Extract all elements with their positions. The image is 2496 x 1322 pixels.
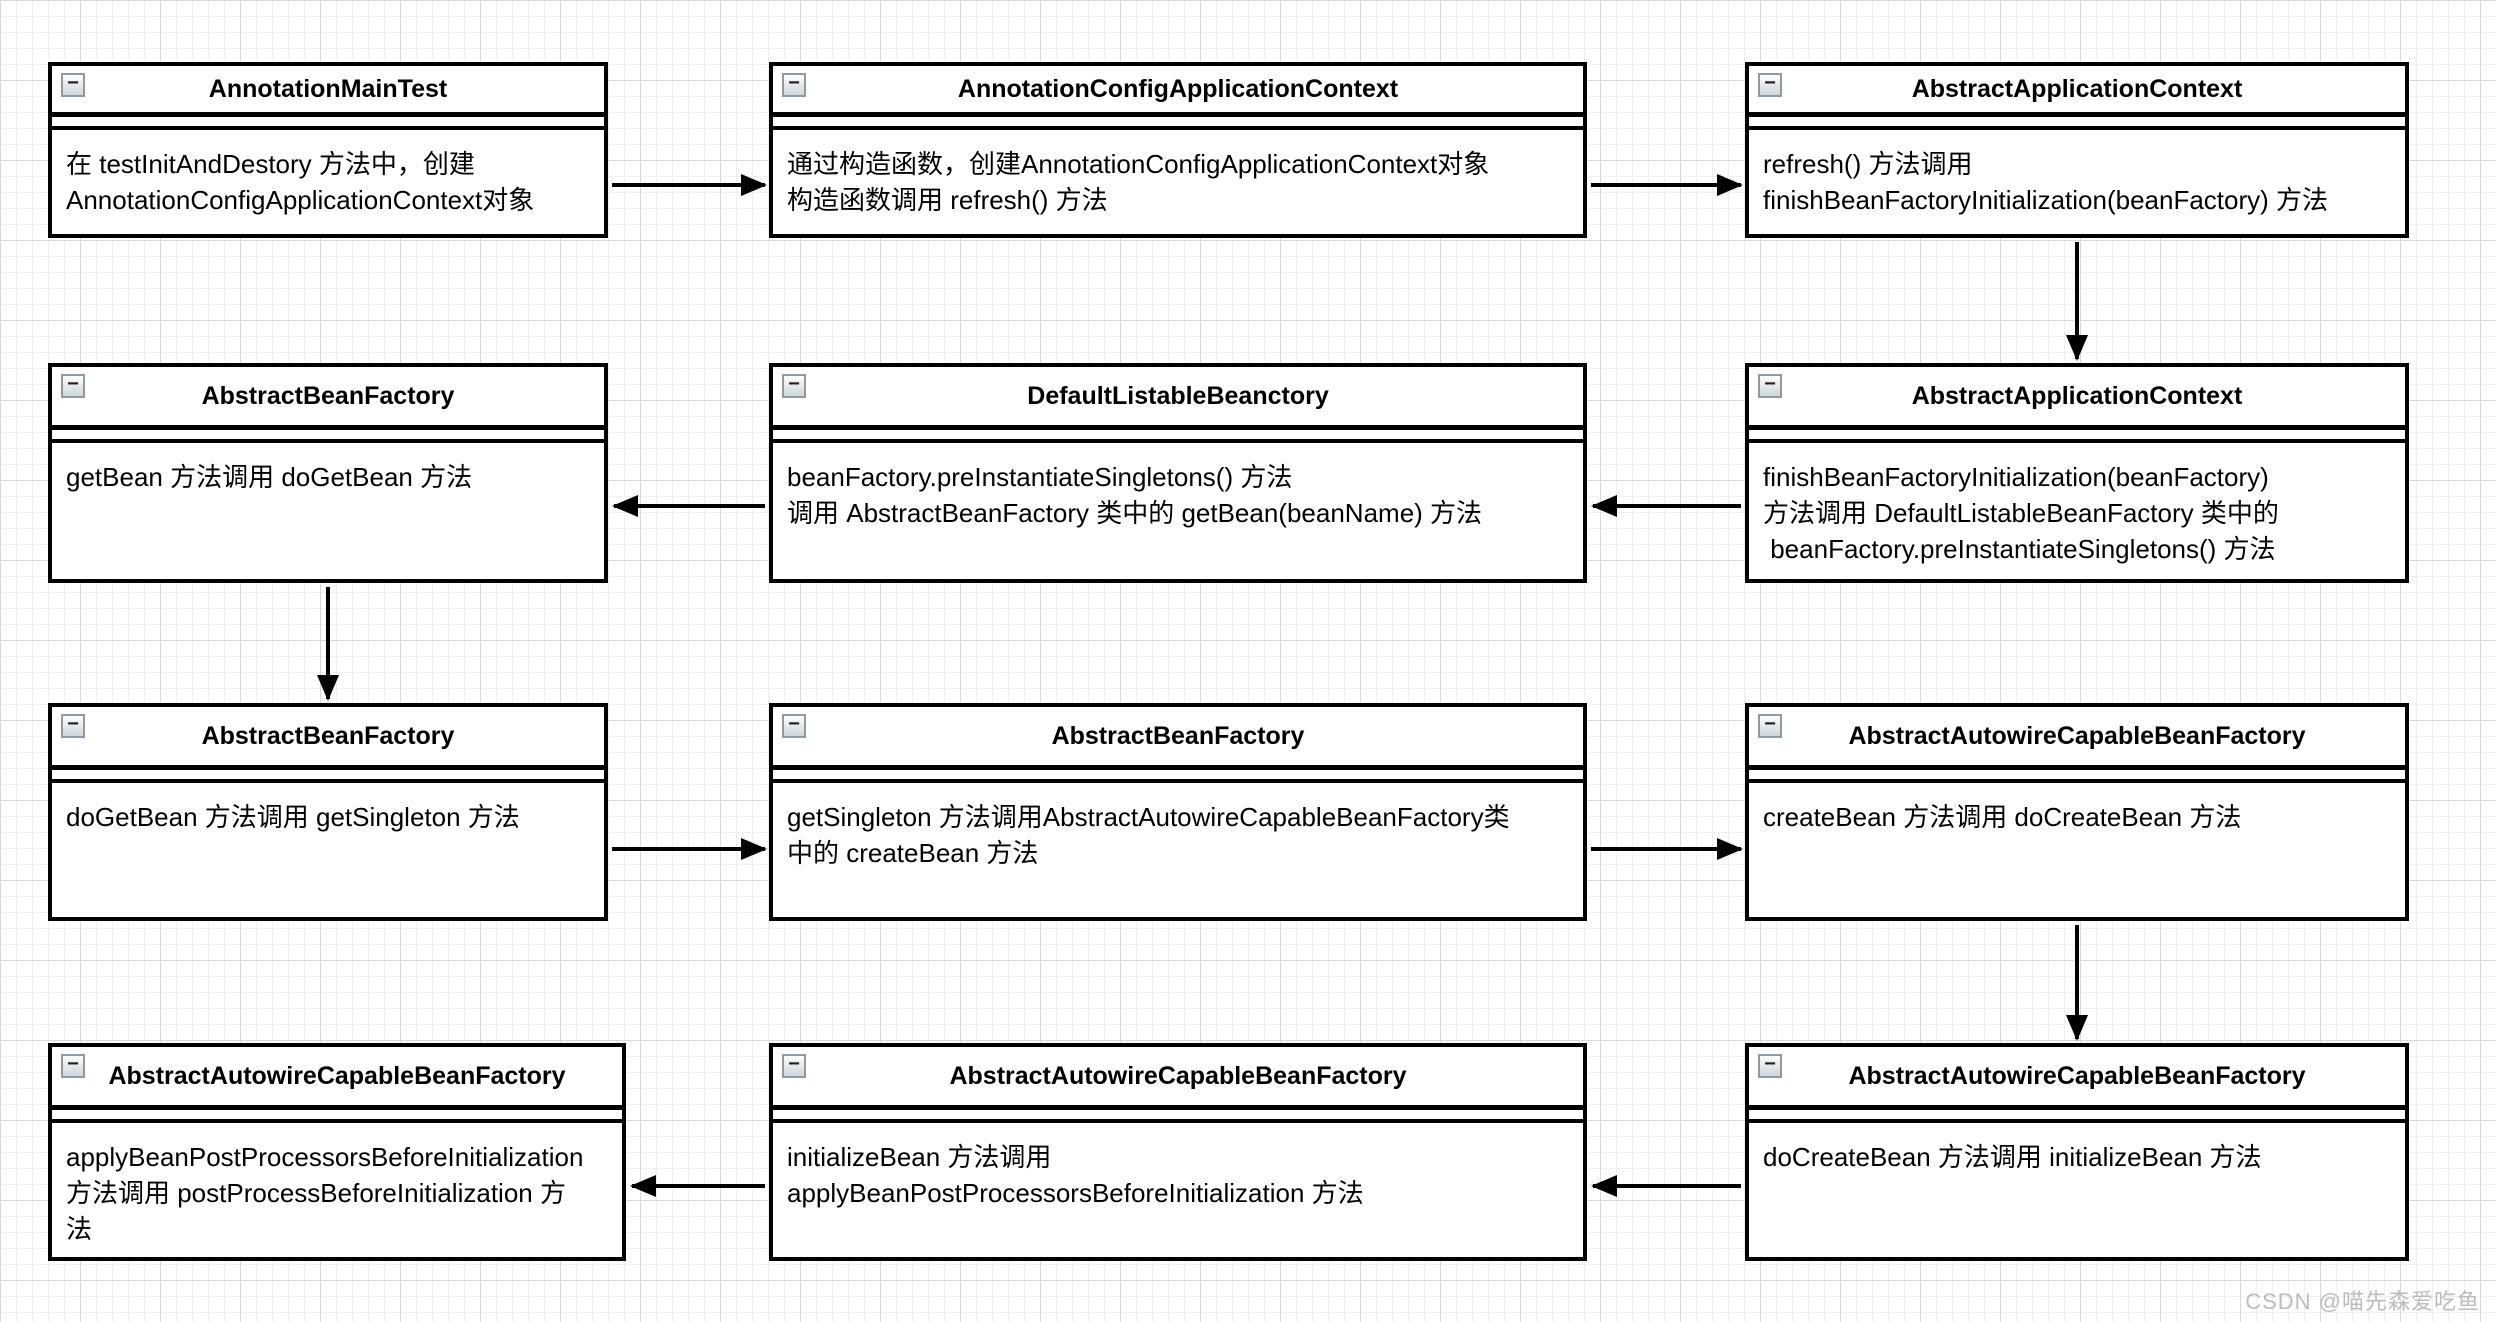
class-box-body: getBean 方法调用 doGetBean 方法 xyxy=(66,462,473,492)
class-box-title: AbstractAutowireCapableBeanFactory xyxy=(949,1061,1407,1090)
class-box-title: AbstractBeanFactory xyxy=(201,381,455,410)
title-separator xyxy=(52,1110,622,1123)
class-box-title: AbstractApplicationContext xyxy=(1911,74,2243,103)
title-separator xyxy=(52,430,604,443)
class-box-body: getSingleton 方法调用AbstractAutowireCapable… xyxy=(787,802,1510,868)
collapse-icon[interactable]: − xyxy=(782,374,806,398)
class-box-title-bar: − AbstractApplicationContext xyxy=(1749,66,2405,117)
class-box-body: initializeBean 方法调用 applyBeanPostProcess… xyxy=(787,1142,1364,1208)
collapse-icon[interactable]: − xyxy=(1758,1054,1782,1078)
title-separator xyxy=(773,1110,1583,1123)
class-box-body: doGetBean 方法调用 getSingleton 方法 xyxy=(66,802,520,832)
collapse-icon[interactable]: − xyxy=(782,73,806,97)
class-box-body: 在 testInitAndDestory 方法中，创建 AnnotationCo… xyxy=(66,149,535,215)
collapse-icon[interactable]: − xyxy=(1758,714,1782,738)
class-box-title-bar: − AbstractAutowireCapableBeanFactory xyxy=(52,1047,622,1110)
class-box-title: AbstractBeanFactory xyxy=(201,721,455,750)
title-separator xyxy=(52,117,604,130)
class-box-body: finishBeanFactoryInitialization(beanFact… xyxy=(1763,462,2279,564)
class-box-n10-abstractautowirecapablebeanfactory[interactable]: − AbstractAutowireCapableBeanFactory app… xyxy=(48,1043,626,1261)
class-box-n7-abstractbeanfactory[interactable]: − AbstractBeanFactory doGetBean 方法调用 get… xyxy=(48,703,608,921)
class-box-title: AbstractApplicationContext xyxy=(1911,381,2243,410)
class-box-title-bar: − AnnotationMainTest xyxy=(52,66,604,117)
class-box-title: AbstractAutowireCapableBeanFactory xyxy=(1848,721,2306,750)
class-box-title-bar: − AbstractBeanFactory xyxy=(52,367,604,430)
title-separator xyxy=(1749,117,2405,130)
collapse-icon[interactable]: − xyxy=(782,1054,806,1078)
title-separator xyxy=(1749,430,2405,443)
class-box-body: beanFactory.preInstantiateSingletons() 方… xyxy=(787,462,1483,528)
class-box-n3-abstractapplicationcontext[interactable]: − AbstractApplicationContext refresh() 方… xyxy=(1745,62,2409,238)
title-separator xyxy=(1749,770,2405,783)
class-box-n8-abstractbeanfactory[interactable]: − AbstractBeanFactory getSingleton 方法调用A… xyxy=(769,703,1587,921)
class-box-title-bar: − AbstractBeanFactory xyxy=(773,707,1583,770)
class-box-title-bar: − AnnotationConfigApplicationContext xyxy=(773,66,1583,117)
class-box-title: AbstractAutowireCapableBeanFactory xyxy=(108,1061,566,1090)
class-box-body: createBean 方法调用 doCreateBean 方法 xyxy=(1763,802,2242,832)
class-box-n12-abstractautowirecapablebeanfactory[interactable]: − AbstractAutowireCapableBeanFactory doC… xyxy=(1745,1043,2409,1261)
title-separator xyxy=(52,770,604,783)
class-box-title-bar: − AbstractApplicationContext xyxy=(1749,367,2405,430)
class-box-n9-abstractautowirecapablebeanfactory[interactable]: − AbstractAutowireCapableBeanFactory cre… xyxy=(1745,703,2409,921)
title-separator xyxy=(773,117,1583,130)
class-box-body: applyBeanPostProcessorsBeforeInitializat… xyxy=(66,1142,584,1244)
class-box-n11-abstractautowirecapablebeanfactory[interactable]: − AbstractAutowireCapableBeanFactory ini… xyxy=(769,1043,1587,1261)
collapse-icon[interactable]: − xyxy=(1758,73,1782,97)
title-separator xyxy=(1749,1110,2405,1123)
class-box-body: refresh() 方法调用 finishBeanFactoryInitiali… xyxy=(1763,149,2329,215)
collapse-icon[interactable]: − xyxy=(61,1054,85,1078)
class-box-title: DefaultListableBeanctory xyxy=(1027,381,1329,410)
class-box-title: AbstractBeanFactory xyxy=(1051,721,1305,750)
class-box-body: doCreateBean 方法调用 initializeBean 方法 xyxy=(1763,1142,2262,1172)
collapse-icon[interactable]: − xyxy=(61,374,85,398)
class-box-title-bar: − AbstractBeanFactory xyxy=(52,707,604,770)
class-box-title: AnnotationConfigApplicationContext xyxy=(957,74,1399,103)
class-box-title-bar: − AbstractAutowireCapableBeanFactory xyxy=(1749,707,2405,770)
title-separator xyxy=(773,770,1583,783)
class-box-title: AnnotationMainTest xyxy=(208,74,448,103)
class-box-title-bar: − AbstractAutowireCapableBeanFactory xyxy=(773,1047,1583,1110)
class-box-n1-annotationmaintest[interactable]: − AnnotationMainTest 在 testInitAndDestor… xyxy=(48,62,608,238)
collapse-icon[interactable]: − xyxy=(782,714,806,738)
collapse-icon[interactable]: − xyxy=(1758,374,1782,398)
collapse-icon[interactable]: − xyxy=(61,714,85,738)
class-box-n6-abstractapplicationcontext[interactable]: − AbstractApplicationContext finishBeanF… xyxy=(1745,363,2409,583)
csdn-watermark: CSDN @喵先森爱吃鱼 xyxy=(2245,1289,2480,1314)
class-box-title: AbstractAutowireCapableBeanFactory xyxy=(1848,1061,2306,1090)
class-box-n5-defaultlistablebeanctory[interactable]: − DefaultListableBeanctory beanFactory.p… xyxy=(769,363,1587,583)
class-box-body: 通过构造函数，创建AnnotationConfigApplicationCont… xyxy=(787,149,1490,215)
collapse-icon[interactable]: − xyxy=(61,73,85,97)
title-separator xyxy=(773,430,1583,443)
class-box-n4-abstractbeanfactory[interactable]: − AbstractBeanFactory getBean 方法调用 doGet… xyxy=(48,363,608,583)
class-box-title-bar: − DefaultListableBeanctory xyxy=(773,367,1583,430)
class-box-title-bar: − AbstractAutowireCapableBeanFactory xyxy=(1749,1047,2405,1110)
class-box-n2-annotationconfigapplicationcontext[interactable]: − AnnotationConfigApplicationContext 通过构… xyxy=(769,62,1587,238)
